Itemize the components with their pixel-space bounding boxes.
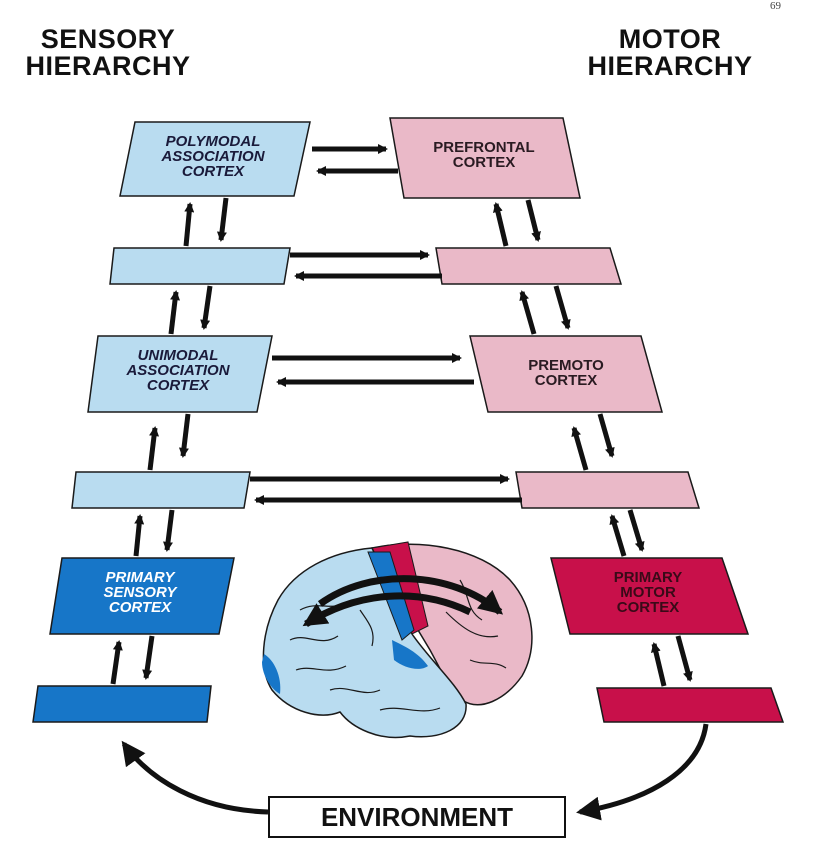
- arrow-sensory1-up: [183, 202, 195, 247]
- polymodal-association-box: [119, 121, 311, 197]
- arrow-primary-sensory-up: [133, 514, 145, 557]
- arrow-motor1-up: [492, 202, 509, 247]
- arrow-unimodal-down: [178, 413, 191, 458]
- arrow-motor-bottom-up: [650, 642, 667, 687]
- prefrontal-label: PREFRONTAL CORTEX: [433, 139, 535, 171]
- motor-intermediate-box-1: [435, 247, 623, 285]
- arrow-motor2-down: [627, 509, 645, 552]
- primary-motor-box: [550, 557, 750, 635]
- arrow-sensory2-down: [163, 509, 175, 552]
- brain-arrow-sensory-to-motor: [317, 575, 504, 615]
- page-number: 69: [770, 0, 781, 12]
- premotor-box: [469, 335, 663, 413]
- arrow-motor2-up: [571, 426, 589, 471]
- arrow-sensory1-down: [200, 285, 213, 330]
- arrow-premotor-down: [597, 413, 615, 458]
- brain-sensory-region: [262, 547, 467, 739]
- arrow-environment-to-sensory: [121, 740, 269, 815]
- sensory-intermediate-box-2: [71, 471, 251, 509]
- brain-illustration: [262, 541, 533, 739]
- unimodal-association-box: [87, 335, 273, 413]
- arrow-premotor-up: [519, 290, 537, 335]
- brain-arrow-motor-to-sensory: [302, 592, 472, 627]
- motor-intermediate-box-2: [515, 471, 701, 509]
- arrow-prefrontal-down: [525, 199, 541, 242]
- arrow-unimodal-up: [168, 290, 181, 335]
- sensory-intermediate-box-1: [109, 247, 291, 285]
- arrow-motor1-down: [553, 285, 571, 330]
- arrow-polymodal-down: [216, 197, 229, 242]
- primary-sensory-box: [49, 557, 235, 635]
- brain-visual-area: [262, 654, 281, 694]
- premotor-label: PREMOTO CORTEX: [528, 357, 604, 389]
- arrow-sensory-bottom-up: [110, 640, 123, 685]
- prefrontal-box: [389, 117, 581, 199]
- unimodal-association-label: UNIMODAL ASSOCIATION CORTEX: [126, 347, 230, 394]
- arrow-primary-sensory-down: [142, 635, 155, 680]
- primary-motor-label: PRIMARY MOTOR CORTEX: [613, 569, 683, 616]
- motor-hierarchy-heading: MOTOR HIERARCHY: [587, 24, 753, 81]
- environment-box: ENVIRONMENT: [268, 796, 566, 838]
- brain-auditory-area: [392, 640, 428, 669]
- sensory-bottom-box: [32, 685, 212, 723]
- arrow-primary-motor-down: [675, 635, 693, 682]
- arrow-motor-to-environment: [576, 723, 709, 821]
- polymodal-association-label: POLYMODAL ASSOCIATION CORTEX: [161, 133, 265, 180]
- primary-sensory-label: PRIMARY SENSORY CORTEX: [103, 569, 177, 616]
- arrow-sensory2-up: [147, 426, 160, 471]
- arrow-primary-motor-up: [609, 514, 627, 557]
- sensory-hierarchy-heading: SENSORY HIERARCHY: [25, 24, 191, 81]
- motor-bottom-box: [596, 687, 785, 723]
